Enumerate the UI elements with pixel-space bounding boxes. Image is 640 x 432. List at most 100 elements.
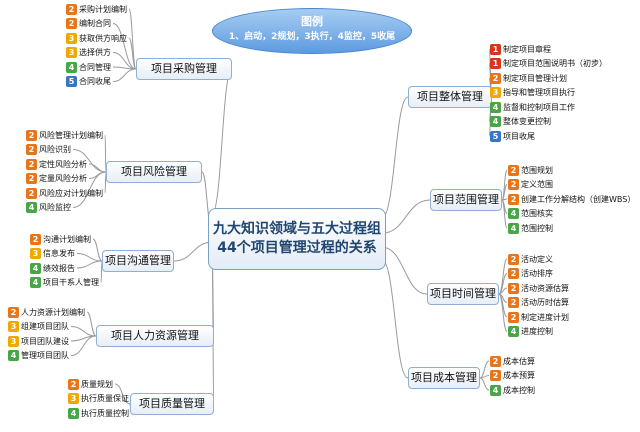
process-label: 定性风险分析 [39, 159, 87, 169]
legend-bubble: 图例 1、启动，2规划，3执行，4监控，5收尾 [212, 8, 412, 54]
process-label: 风险应对计划编制 [39, 188, 103, 198]
area-node: 项目人力资源管理 [96, 325, 214, 347]
process-label: 活动定义 [521, 254, 553, 264]
process-connector [104, 134, 107, 173]
phase-badge: 3 [8, 335, 19, 347]
process-label: 活动排序 [521, 269, 553, 278]
process-label: 获取供方响应 [79, 33, 127, 43]
phase-badge: 4 [490, 116, 501, 127]
area-node: 项目采购管理 [136, 58, 232, 80]
area-connector [381, 199, 431, 234]
phase-badge: 4 [508, 208, 519, 219]
phase-badge: 5 [66, 76, 77, 87]
phase-badge: 2 [26, 144, 37, 155]
process-label: 监督和控制项目工作 [503, 102, 575, 112]
phase-badge: 2 [508, 253, 519, 265]
process-connector [86, 311, 97, 337]
phase-badge: 4 [490, 384, 501, 396]
phase-badge: 4 [490, 101, 501, 113]
area-node: 项目成本管理 [408, 367, 480, 389]
process-label: 范围核实 [521, 209, 553, 218]
process-label: 整体变更控制 [503, 117, 551, 126]
process-label: 制定项目管理计划 [503, 73, 567, 83]
process-connector [76, 260, 103, 269]
phase-badge: 4 [68, 407, 79, 419]
process-label: 编制合同 [79, 19, 111, 28]
area-node: 项目沟通管理 [102, 250, 174, 272]
process-label: 信息发布 [43, 249, 75, 258]
process-connector [92, 238, 103, 262]
process-connector [100, 260, 103, 283]
area-connector [173, 241, 213, 262]
phase-badge: 2 [508, 179, 519, 190]
process-label: 人力资源计划编制 [21, 307, 85, 317]
process-label: 活动资源估算 [521, 283, 569, 293]
process-label: 管理项目团队 [21, 351, 69, 360]
process-label: 执行质量控制 [81, 408, 129, 418]
phase-badge: 1 [490, 58, 501, 69]
process-connector [112, 23, 137, 70]
process-label: 沟通计划编制 [43, 234, 91, 244]
area-connector [211, 68, 233, 214]
process-label: 风险监控 [39, 203, 71, 212]
phase-badge: 2 [508, 282, 519, 294]
phase-badge: 2 [30, 233, 41, 245]
phase-badge: 2 [8, 306, 19, 318]
process-label: 定义范围 [521, 180, 553, 189]
process-label: 绩效报告 [43, 263, 75, 273]
area-connector [381, 96, 409, 219]
phase-badge: 2 [490, 370, 501, 381]
area-node: 项目整体管理 [408, 86, 492, 108]
phase-badge: 5 [490, 130, 501, 142]
process-label: 指导和管理项目执行 [503, 88, 575, 97]
central-topic-line2: 44个项目管理过程的关系 [217, 240, 377, 256]
process-label: 进度控制 [521, 327, 553, 336]
phase-badge: 3 [66, 32, 77, 44]
phase-badge: 2 [26, 187, 37, 199]
phase-badge: 1 [490, 43, 501, 55]
process-label: 项目团队建设 [21, 336, 69, 346]
phase-badge: 4 [26, 202, 37, 213]
process-label: 项目收尾 [503, 131, 535, 141]
process-label: 成本预算 [503, 371, 535, 380]
phase-badge: 2 [508, 311, 519, 323]
process-connector [104, 171, 107, 194]
phase-badge: 3 [490, 87, 501, 98]
process-label: 执行质量保证 [81, 394, 129, 403]
process-connector [112, 68, 137, 82]
process-label: 制定项目章程 [503, 44, 551, 54]
process-label: 组建项目团队 [21, 322, 69, 331]
area-connector [381, 259, 409, 379]
process-label: 风险识别 [39, 145, 71, 154]
central-topic-line1: 九大知识领域与五大过程组 [213, 221, 381, 237]
area-connector [381, 246, 428, 295]
phase-badge: 2 [490, 355, 501, 367]
phase-badge: 2 [490, 72, 501, 84]
legend-title: 图例 [301, 15, 323, 28]
